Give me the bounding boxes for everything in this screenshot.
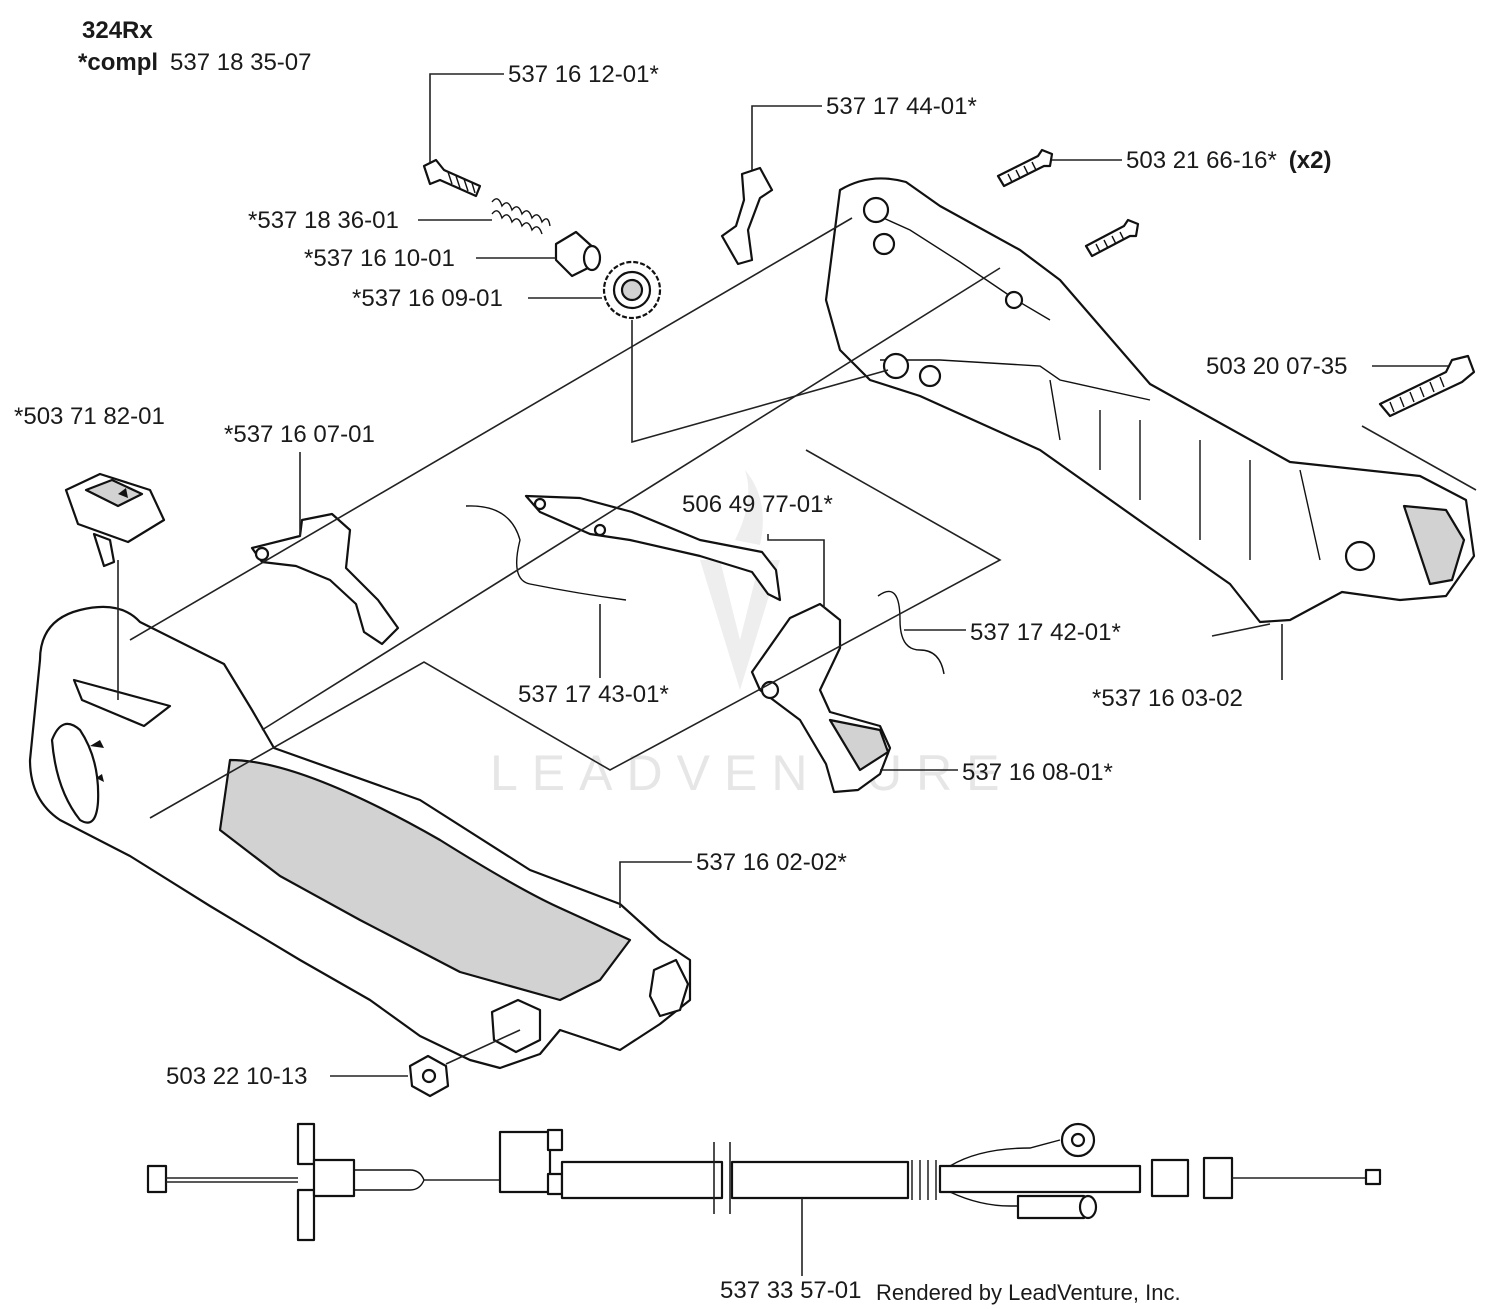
handle-body-part (28, 605, 692, 1070)
part-label-537-16-07-01: *537 16 07-01 (224, 421, 375, 448)
part-label-537-17-42-01: 537 17 42-01* (970, 619, 1121, 646)
part-label-537-16-09-01: *537 16 09-01 (352, 285, 503, 312)
compl-prefix: *compl (78, 49, 158, 76)
knob-part (602, 260, 662, 320)
spring-wire-part-2 (877, 590, 945, 675)
part-label-537-16-02-02: 537 16 02-02* (696, 849, 847, 876)
switch-part (64, 472, 166, 568)
part-number: 503 21 66-16* (1126, 147, 1277, 174)
part-label-503-71-82-01: *503 71 82-01 (14, 403, 165, 430)
long-screw-part (1378, 354, 1476, 418)
watermark-text: LEADVENTURE (490, 745, 1014, 801)
part-label-503-20-07-35: 503 20 07-35 (1206, 353, 1347, 380)
part-quantity: (x2) (1289, 147, 1332, 174)
choke-symbol-icon (90, 740, 104, 782)
lock-lever-part (524, 494, 782, 602)
stop-lever-part (250, 512, 400, 646)
part-label-537-16-03-02: *537 16 03-02 (1092, 685, 1243, 712)
handle-half-part (824, 177, 1476, 624)
part-label-503-22-10-13: 503 22 10-13 (166, 1063, 307, 1090)
rendered-by-footer: Rendered by LeadVenture, Inc. (876, 1280, 1181, 1305)
spring-part (491, 198, 551, 235)
spring-wire-part (465, 505, 627, 601)
clip-part (720, 166, 774, 266)
leader-lines (117, 73, 1477, 1276)
compl-number: 537 18 35-07 (170, 49, 311, 76)
part-label-537-33-57-01: 537 33 57-01 (720, 1277, 861, 1304)
part-label-537-16-10-01: *537 16 10-01 (304, 245, 455, 272)
watermark: LEADVENTURE (490, 470, 1014, 801)
part-label-537-16-12-01: 537 16 12-01* (508, 61, 659, 88)
nut-part (408, 1054, 450, 1098)
part-label-537-18-36-01: *537 18 36-01 (248, 207, 399, 234)
part-label-537-17-43-01: 537 17 43-01* (518, 681, 669, 708)
part-label-503-21-66-16: 503 21 66-16* (x2) (1126, 147, 1331, 174)
sleeve-part (554, 230, 602, 278)
throttle-cable-part (146, 1122, 1382, 1242)
watermark-flame-icon (735, 470, 763, 545)
switch-arrow-icon (118, 488, 128, 498)
model-title: 324Rx (82, 17, 153, 44)
compl-line: *compl 537 18 35-07 (78, 49, 311, 76)
watermark-logo (700, 560, 780, 690)
part-label-537-17-44-01: 537 17 44-01* (826, 93, 977, 120)
part-label-506-49-77-01: 506 49 77-01* (682, 491, 833, 518)
throttle-trigger-part (750, 602, 892, 794)
part-label-537-16-08-01: 537 16 08-01* (962, 759, 1113, 786)
screw-part (422, 158, 482, 198)
screw-pair-part (996, 148, 1140, 258)
